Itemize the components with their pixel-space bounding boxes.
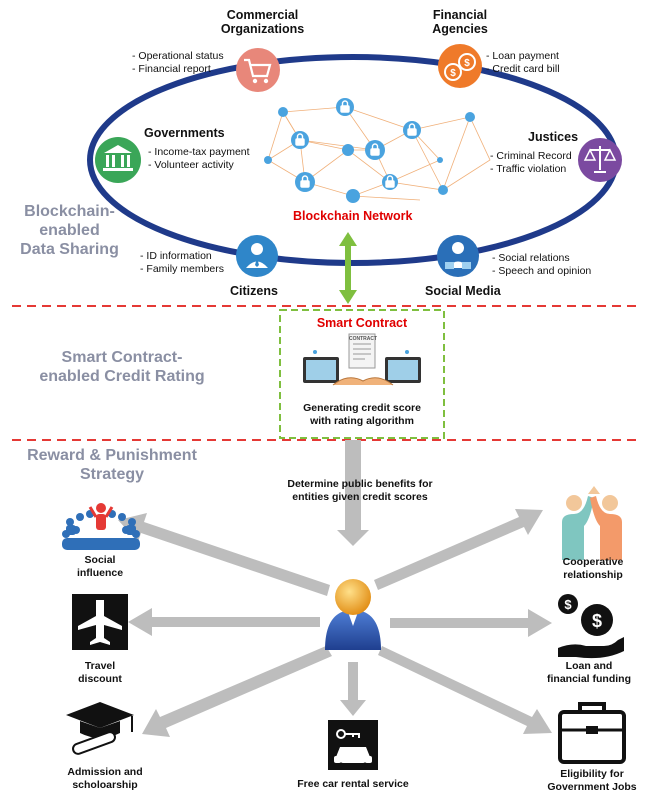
node-governments-items: - Income-tax payment - Volunteer activit… xyxy=(148,146,250,172)
node-citizens-title: Citizens xyxy=(230,284,278,298)
node-citizens-item: - Family members xyxy=(140,263,225,275)
shopping-cart-icon xyxy=(236,48,280,92)
government-building-icon xyxy=(95,137,141,183)
outcome-cooperative: Cooperative relationship xyxy=(545,556,641,582)
node-financial-items: - Loan payment - Credit card bill xyxy=(486,50,560,76)
outcome-social-influence-line-2: influence xyxy=(76,567,124,579)
node-financial-item: - Loan payment xyxy=(486,50,559,62)
lock-icon-group xyxy=(295,100,417,188)
node-justices-item: - Traffic violation xyxy=(490,163,567,175)
node-citizens-item: - ID information xyxy=(140,250,212,262)
node-commercial-item: - Operational status xyxy=(132,50,224,62)
money-coins-icon: $ $ xyxy=(438,44,482,88)
node-governments-title: Governments xyxy=(144,126,225,140)
node-commercial-title-line-1: Commercial xyxy=(226,8,299,22)
svg-text:$: $ xyxy=(464,58,470,69)
briefcase-icon xyxy=(558,702,626,764)
section-reward-line-1: Reward & Punishment xyxy=(27,447,197,464)
high-five-icon xyxy=(562,486,622,560)
car-rental-icon xyxy=(328,720,378,770)
node-social-media-title: Social Media xyxy=(425,284,501,298)
smart-contract-caption-line-1: Generating credit score xyxy=(303,402,421,414)
node-commercial-title: Commercial Organizations xyxy=(200,8,325,36)
node-citizens-items: - ID information - Family members xyxy=(140,250,224,276)
outcome-social-influence: Social influence xyxy=(60,554,140,580)
section-credit-rating: Smart Contract- enabled Credit Rating xyxy=(22,348,222,386)
node-financial-title: Financial Agencies xyxy=(415,8,505,36)
crowd-influence-icon xyxy=(62,503,140,550)
svg-text:$: $ xyxy=(592,611,602,631)
node-justices-item: - Criminal Record xyxy=(490,150,572,162)
outcome-car-rental-line-1: Free car rental service xyxy=(297,778,409,790)
section-data-sharing-line-2: enabled xyxy=(39,222,100,239)
node-commercial-title-line-2: Organizations xyxy=(220,22,305,36)
outcome-government-jobs: Eligibility for Government Jobs xyxy=(540,768,644,794)
node-financial-title-line-1: Financial xyxy=(432,8,488,22)
node-social-media-items: - Social relations - Speech and opinion xyxy=(492,252,591,278)
section-data-sharing-line-3: Data Sharing xyxy=(20,241,119,258)
blockchain-nodes xyxy=(264,98,475,203)
outcome-travel-discount-line-2: discount xyxy=(78,673,122,685)
svg-text:$: $ xyxy=(450,68,456,79)
section-reward: Reward & Punishment Strategy xyxy=(12,446,212,484)
section-reward-line-2: Strategy xyxy=(79,466,145,483)
node-governments-item: - Income-tax payment xyxy=(148,146,250,158)
node-justices-title: Justices xyxy=(528,130,579,144)
outcome-loan-funding-line-2: financial funding xyxy=(547,673,631,685)
node-governments-item: - Volunteer activity xyxy=(148,159,234,171)
smart-contract-icon xyxy=(303,333,421,386)
outcome-government-jobs-line-2: Government Jobs xyxy=(547,781,637,793)
node-financial-title-line-2: Agencies xyxy=(432,22,488,36)
blockchain-network-label: Blockchain Network xyxy=(293,209,413,223)
section-credit-rating-line-2: enabled Credit Rating xyxy=(39,368,205,385)
graduation-cap-icon xyxy=(66,702,134,755)
airplane-icon xyxy=(72,594,128,650)
node-commercial-item: - Financial report xyxy=(132,63,211,75)
outcome-admission: Admission and scholoarship xyxy=(50,766,160,792)
smart-contract-caption-line-2: with rating algorithm xyxy=(310,415,414,427)
smart-contract-box xyxy=(279,309,445,439)
loan-hand-coins-icon: $ $ xyxy=(558,594,624,659)
section-data-sharing-line-1: Blockchain- xyxy=(24,203,115,220)
social-media-icon xyxy=(437,235,479,277)
justice-scales-icon xyxy=(578,138,622,182)
section-data-sharing: Blockchain- enabled Data Sharing xyxy=(12,202,127,259)
section-credit-rating-line-1: Smart Contract- xyxy=(61,349,183,366)
outcome-car-rental: Free car rental service xyxy=(283,778,423,791)
benefits-label-line-2: entities given credit scores xyxy=(292,491,428,503)
outcome-social-influence-line-1: Social xyxy=(84,554,116,566)
data-flow-double-arrow xyxy=(339,232,357,304)
node-social-media-item: - Social relations xyxy=(492,252,570,264)
benefit-arrows xyxy=(118,509,552,737)
svg-text:$: $ xyxy=(564,597,572,612)
outcome-cooperative-line-1: Cooperative xyxy=(562,556,624,568)
outcome-cooperative-line-2: relationship xyxy=(563,569,623,581)
benefits-label-line-1: Determine public benefits for xyxy=(287,478,433,490)
node-commercial-items: - Operational status - Financial report xyxy=(132,50,224,76)
outcome-travel-discount: Travel discount xyxy=(60,660,140,686)
benefits-label: Determine public benefits for entities g… xyxy=(265,478,455,504)
node-social-media-item: - Speech and opinion xyxy=(492,265,592,277)
down-arrow-to-user xyxy=(337,440,369,546)
node-financial-item: - Credit card bill xyxy=(486,63,560,75)
smart-contract-title: Smart Contract xyxy=(316,316,408,330)
outcome-government-jobs-line-1: Eligibility for xyxy=(560,768,624,780)
outcome-loan-funding-line-1: Loan and xyxy=(565,660,613,672)
outcome-travel-discount-line-1: Travel xyxy=(84,660,116,672)
user-avatar-icon xyxy=(325,579,381,650)
outcome-loan-funding: Loan and financial funding xyxy=(535,660,643,686)
citizen-icon xyxy=(236,235,278,277)
outcome-admission-line-2: scholoarship xyxy=(72,779,138,791)
smart-contract-caption: Generating credit score with rating algo… xyxy=(280,402,444,428)
node-justices-items: - Criminal Record - Traffic violation xyxy=(490,150,572,176)
contract-document-label: CONTRACT xyxy=(349,336,378,342)
outcome-admission-line-1: Admission and xyxy=(67,766,143,778)
